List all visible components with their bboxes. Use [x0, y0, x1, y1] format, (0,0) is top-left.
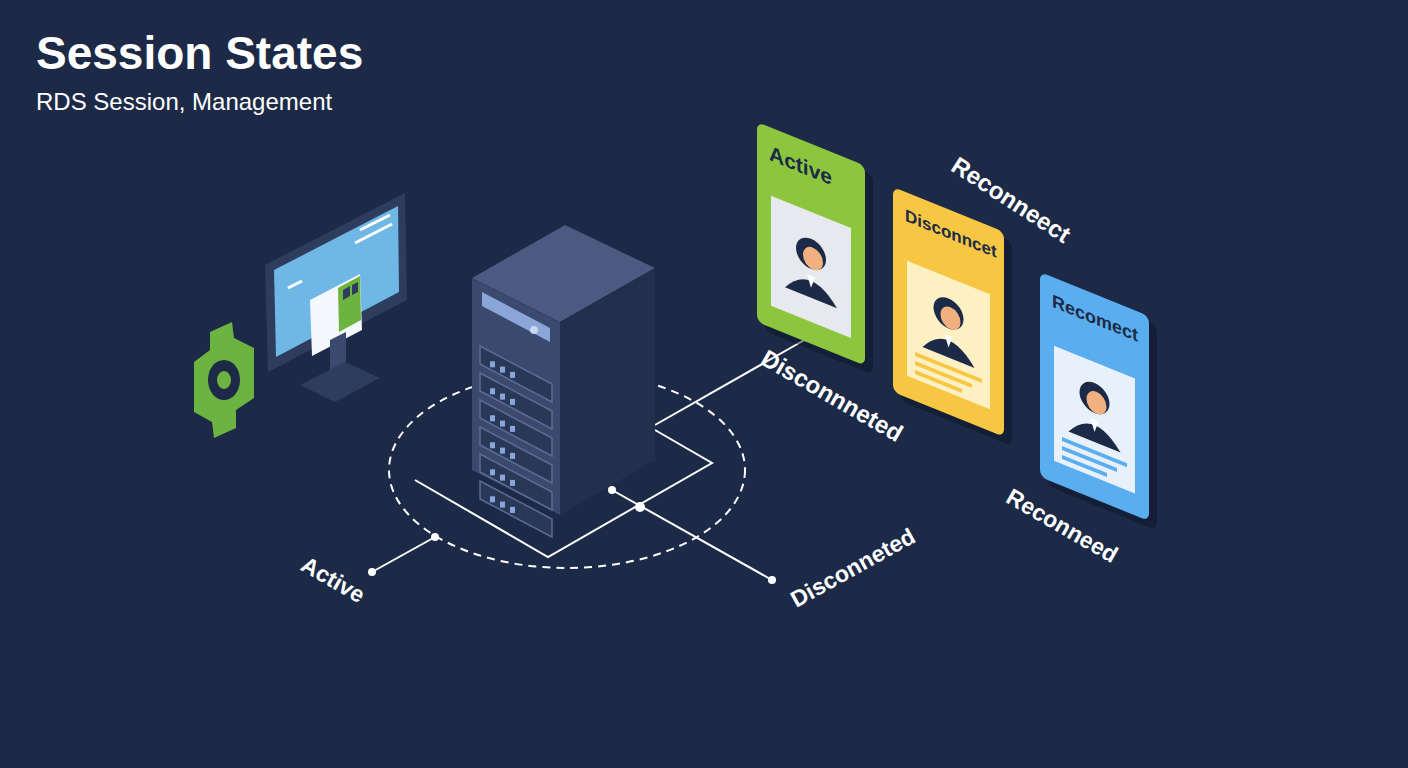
monitor	[265, 193, 407, 402]
state-card: Recomect	[1040, 272, 1149, 521]
card-heading: Active	[757, 122, 865, 204]
state-label: Disconnneted	[756, 344, 907, 448]
settings-gear	[194, 322, 254, 438]
state-label: Disconneted	[786, 523, 920, 614]
diagram-title: Session States	[36, 26, 363, 80]
card-heading: Recomect	[1040, 272, 1149, 351]
state-label: Active	[296, 551, 369, 609]
subtitle: RDS Session, Management	[36, 88, 332, 116]
state-card: Disconncet	[893, 187, 1004, 437]
server-tower	[472, 225, 655, 537]
state-card: Active	[757, 122, 865, 366]
